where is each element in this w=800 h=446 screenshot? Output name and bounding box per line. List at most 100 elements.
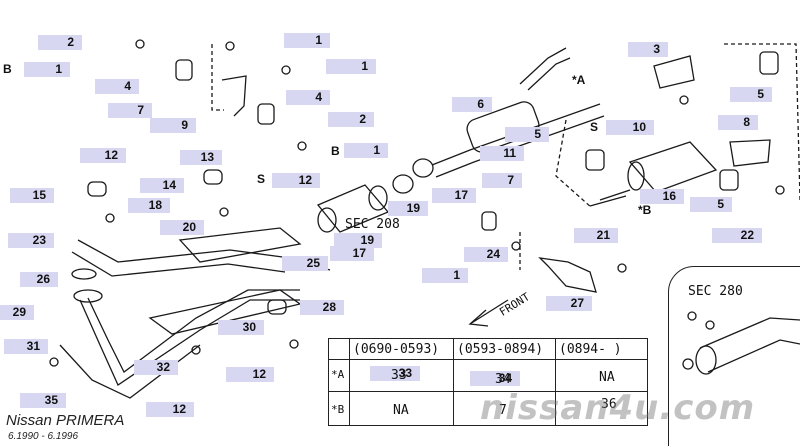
resonator (466, 101, 540, 153)
bracket-small (538, 257, 597, 293)
callout-17: 17 (330, 246, 374, 261)
callout-34: 34 (470, 371, 520, 386)
table-cell: 34 (495, 372, 511, 387)
callout-20: 20 (160, 220, 204, 235)
table-header: (0593-0894) (457, 342, 544, 357)
front-tube-upper-2 (527, 57, 571, 91)
front-tube-upper (519, 47, 567, 85)
callout-27: 27 (546, 296, 592, 311)
label-s: S (590, 120, 599, 134)
table-cell: 7 (499, 403, 507, 418)
callout-18: 18 (128, 198, 170, 213)
callout-5: 5 (505, 127, 549, 142)
callout-29: 29 (0, 305, 34, 320)
callout-7: 7 (108, 103, 152, 118)
heat-shield-upper (178, 227, 302, 263)
callout-35: 35 (20, 393, 66, 408)
model-years: 6.1990 - 6.1996 (8, 431, 79, 442)
label-star-b: *B (638, 203, 652, 217)
callout-21: 21 (574, 228, 618, 243)
callout-1: 1 (24, 62, 70, 77)
front-tube-bend-2 (59, 344, 201, 399)
callout-23: 23 (8, 233, 54, 248)
center-pipe (431, 103, 601, 166)
clamp-3 (267, 299, 287, 315)
section-ref-280: SEC 280 (688, 284, 743, 299)
section-ref-208: SEC 208 (345, 217, 400, 232)
rubber-hanger-2 (585, 149, 605, 171)
callout-11: 11 (480, 146, 524, 161)
label-b: B (331, 144, 340, 158)
callout-1: 1 (326, 59, 376, 74)
muffler (628, 141, 718, 193)
table-cell: 33 (391, 368, 407, 383)
clamp-2 (203, 169, 223, 185)
mount-rubber-3 (481, 211, 497, 231)
label-star-a: *A (572, 73, 586, 87)
callout-32: 32 (134, 360, 178, 375)
front-pipe-lower (71, 251, 286, 277)
callout-4: 4 (95, 79, 139, 94)
callout-8: 8 (718, 115, 758, 130)
callout-5: 5 (730, 87, 772, 102)
callout-1: 1 (344, 143, 388, 158)
callout-33: 33 (370, 366, 420, 381)
callout-5: 5 (690, 197, 732, 212)
front-flange (73, 289, 103, 303)
callout-12: 12 (226, 367, 274, 382)
variant-table: (0690-0593) (0593-0894) (0894- ) *A 33 3… (328, 338, 648, 426)
tail-pipe (599, 189, 631, 201)
mount-rubber-2 (257, 103, 275, 125)
table-header: (0894- ) (559, 342, 622, 357)
callout-31: 31 (4, 339, 48, 354)
callout-2: 2 (38, 35, 82, 50)
callout-22: 22 (712, 228, 762, 243)
detail-inset-frame (668, 266, 800, 446)
callout-15: 15 (10, 188, 54, 203)
front-tube-bend-lower (87, 289, 300, 373)
callout-12: 12 (272, 173, 320, 188)
table-cell: NA (599, 370, 615, 385)
mount-bracket (729, 139, 771, 167)
table-cell: 36 (601, 397, 617, 412)
callout-1: 1 (422, 268, 468, 283)
front-arrow (468, 299, 509, 327)
mount-rubber (175, 59, 193, 81)
model-name: Nissan PRIMERA (6, 412, 125, 429)
callout-1: 1 (284, 33, 330, 48)
label-s: S (257, 172, 266, 186)
table-header: (0690-0593) (353, 342, 440, 357)
center-pipe-2 (435, 115, 605, 178)
callout-28: 28 (300, 300, 344, 315)
callout-7: 7 (482, 173, 522, 188)
clamp (87, 181, 107, 197)
callout-4: 4 (286, 90, 330, 105)
table-row-key: *B (331, 403, 345, 416)
label-b: B (3, 62, 12, 76)
front-tube-bend (79, 299, 300, 386)
callout-10: 10 (606, 120, 654, 135)
callout-2: 2 (328, 112, 374, 127)
callout-19: 19 (334, 233, 382, 248)
callout-16: 16 (640, 189, 684, 204)
table-cell: NA (393, 403, 409, 418)
callout-26: 26 (20, 272, 58, 287)
callout-9: 9 (150, 118, 196, 133)
callout-6: 6 (452, 97, 492, 112)
gasket-2 (412, 158, 434, 178)
table-row-key: *A (331, 368, 345, 381)
callout-25: 25 (282, 256, 328, 271)
callout-30: 30 (218, 320, 264, 335)
callout-24: 24 (464, 247, 508, 262)
rear-bracket (653, 55, 695, 89)
gasket (392, 174, 414, 194)
callout-13: 13 (180, 150, 222, 165)
callout-3: 3 (628, 42, 668, 57)
callout-14: 14 (140, 178, 184, 193)
callout-12: 12 (80, 148, 126, 163)
callout-17: 17 (432, 188, 476, 203)
watermark: nissan4u.com (480, 388, 756, 428)
rubber-hanger-3 (719, 169, 739, 191)
callout-19: 19 (388, 201, 428, 216)
